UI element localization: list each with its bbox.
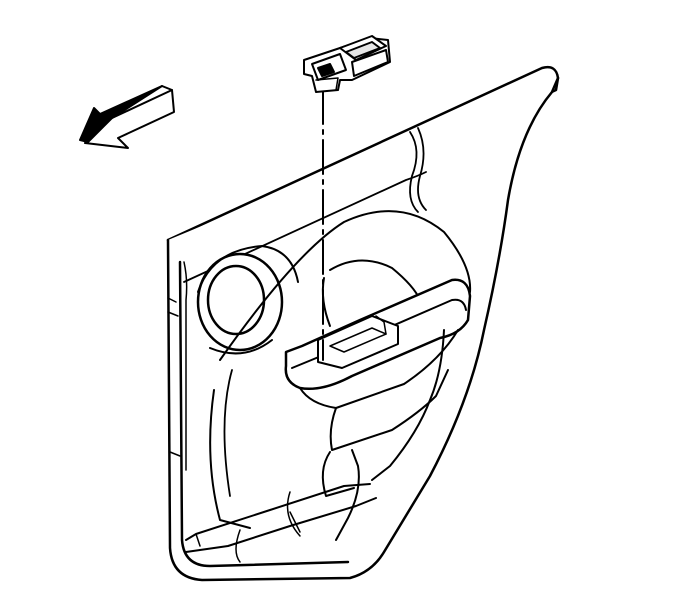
window-switch-icon bbox=[303, 35, 391, 93]
direction-arrow-icon bbox=[79, 85, 175, 149]
door-trim-panel bbox=[166, 65, 560, 582]
